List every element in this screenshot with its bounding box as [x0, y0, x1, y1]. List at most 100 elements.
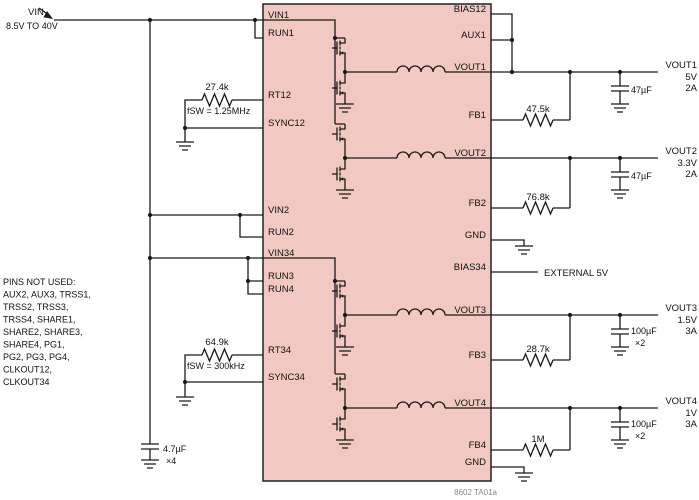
- resistor-rt12: [201, 93, 233, 107]
- out1-voltage: 5V: [685, 72, 697, 83]
- fb2-value: 76.8k: [526, 192, 549, 203]
- unused-line-6: PG2, PG3, PG4,: [3, 352, 70, 362]
- net-vin-main: [54, 19, 263, 444]
- unused-line-8: CLKOUT34: [3, 377, 50, 387]
- unused-line-2: TRSS2, TRSS3,: [3, 302, 68, 312]
- resistor-fb4: [522, 443, 554, 457]
- vin-label: VIN: [28, 7, 44, 18]
- fb3-value: 28.7k: [526, 344, 549, 355]
- pin-label-vout1: VOUT1: [454, 62, 486, 73]
- fb1-value: 47.5k: [526, 104, 549, 115]
- rt12-freq: fSW = 1.25MHz: [187, 106, 251, 116]
- pin-label-vin1: VIN1: [268, 10, 289, 21]
- pin-label-sync12: SYNC12: [268, 118, 305, 129]
- unused-line-3: TRSS4, SHARE1,: [3, 315, 76, 325]
- input-cap-value: 4.7µF: [163, 444, 187, 454]
- unused-line-4: SHARE2, SHARE3,: [3, 327, 83, 337]
- vin-range: 8.5V TO 40V: [6, 21, 58, 31]
- unused-line-5: SHARE4, PG1,: [3, 340, 65, 350]
- ground-cout2-icon: [610, 189, 630, 199]
- net-vout2: [491, 157, 658, 208]
- capacitor-out2: [610, 171, 630, 178]
- resistor-fb1: [522, 113, 554, 127]
- ground-gnd2-icon: [514, 472, 534, 482]
- pin-label-fb4: FB4: [469, 440, 486, 451]
- pin-label-vin2: VIN2: [268, 205, 289, 216]
- pin-label-fb3: FB3: [469, 350, 486, 361]
- net-bias12-aux1: [491, 13, 513, 72]
- out1-current: 2A: [685, 83, 697, 94]
- input-cap-qty: ×4: [166, 456, 176, 466]
- pin-label-gnd2: GND: [465, 457, 486, 468]
- net-vout4: [491, 407, 658, 450]
- pin-label-fb1: FB1: [469, 110, 486, 121]
- bias34-note: EXTERNAL 5V: [544, 268, 609, 279]
- pin-label-run1: RUN1: [268, 28, 294, 39]
- pin-label-sync34: SYNC34: [268, 372, 305, 383]
- resistor-fb2: [522, 201, 554, 215]
- ground-cout3-icon: [610, 346, 630, 356]
- capacitor-out1: [610, 85, 630, 92]
- out1-name: VOUT1: [665, 60, 697, 71]
- capacitor-out4: [610, 421, 630, 428]
- out4-voltage: 1V: [685, 408, 697, 419]
- rt34-freq: fSW = 300kHz: [187, 361, 245, 371]
- unused-line-1: AUX2, AUX3, TRSS1,: [3, 290, 91, 300]
- rt34-value: 64.9k: [205, 337, 228, 348]
- ground-rt34-icon: [175, 396, 195, 406]
- pin-label-bias34: BIAS34: [454, 262, 486, 273]
- capacitor-out3: [610, 328, 630, 335]
- out4-current: 3A: [685, 419, 697, 430]
- pin-label-gnd1: GND: [465, 230, 486, 241]
- internal-ch4: [344, 394, 491, 440]
- out3-current: 3A: [685, 326, 697, 337]
- out4-cap-value: 100µF: [631, 419, 657, 429]
- pin-label-vout3: VOUT3: [454, 305, 486, 316]
- out1-cap-value: 47µF: [631, 85, 652, 95]
- unused-pins-note: PINS NOT USED: AUX2, AUX3, TRSS1, TRSS2,…: [3, 277, 91, 387]
- net-vout1: [491, 71, 658, 120]
- out4-name: VOUT4: [665, 396, 697, 407]
- out2-name: VOUT2: [665, 146, 697, 157]
- pin-label-vout4: VOUT4: [454, 398, 486, 409]
- internal-ch3: [344, 301, 491, 347]
- pin-label-run4: RUN4: [268, 284, 294, 295]
- figure-ref: 8602 TA01a: [454, 488, 497, 497]
- ground-input-icon: [140, 459, 160, 469]
- rt12-value: 27.4k: [205, 82, 228, 93]
- pin-label-vin34: VIN34: [268, 248, 294, 259]
- pin-label-fb2: FB2: [469, 198, 486, 209]
- out2-cap-value: 47µF: [631, 171, 652, 181]
- pin-label-aux1: AUX1: [461, 30, 486, 41]
- net-gnd2: [491, 466, 525, 473]
- unused-line-7: CLKOUT12,: [3, 365, 52, 375]
- ground-cout1-icon: [610, 103, 630, 113]
- out2-voltage: 3.3V: [677, 158, 697, 169]
- internal-ch1: [344, 58, 491, 104]
- out3-name: VOUT3: [665, 303, 697, 314]
- ground-rt12-icon: [175, 141, 195, 151]
- pin-label-bias12: BIAS12: [454, 4, 486, 15]
- net-gnd1: [491, 239, 525, 246]
- ground-cout4-icon: [610, 439, 630, 449]
- pin-label-run2: RUN2: [268, 227, 294, 238]
- resistor-rt34: [201, 348, 233, 362]
- out3-cap-value: 100µF: [631, 326, 657, 336]
- ground-gnd1-icon: [514, 245, 534, 255]
- internal-ch2: [344, 144, 491, 190]
- pin-label-vout2: VOUT2: [454, 148, 486, 159]
- out2-current: 2A: [685, 169, 697, 180]
- unused-line-0: PINS NOT USED:: [3, 277, 75, 287]
- pin-label-rt12: RT12: [268, 90, 291, 101]
- wires: [54, 13, 658, 473]
- out3-cap-qty: ×2: [635, 338, 645, 348]
- pin-label-rt34: RT34: [268, 345, 291, 356]
- net-vout3: [491, 314, 658, 360]
- resistor-fb3: [522, 353, 554, 367]
- ic-body: [262, 3, 492, 482]
- out4-cap-qty: ×2: [635, 431, 645, 441]
- out3-voltage: 1.5V: [677, 315, 697, 326]
- pin-label-run3: RUN3: [268, 271, 294, 282]
